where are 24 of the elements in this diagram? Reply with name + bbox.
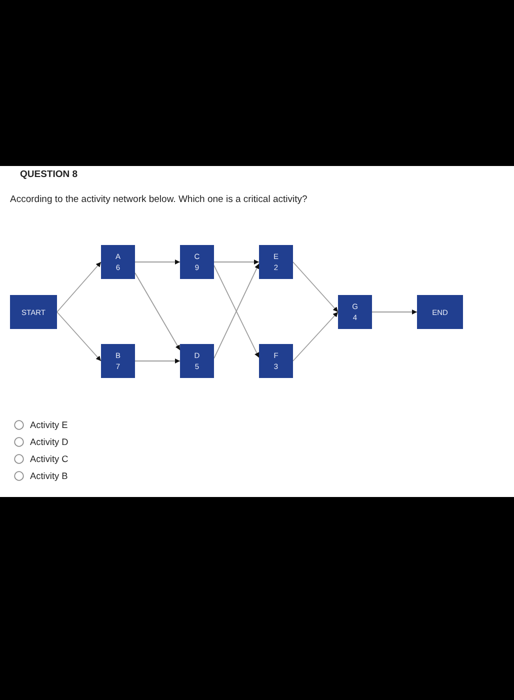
question-heading: QUESTION 8	[20, 169, 78, 180]
arrow	[134, 358, 180, 364]
arrow	[292, 312, 338, 362]
answer-option: Activity E	[30, 420, 68, 430]
activity-box	[417, 295, 463, 329]
activity-box	[180, 344, 214, 378]
activity-box	[101, 245, 135, 279]
arrow	[292, 262, 338, 312]
activity-box	[259, 245, 293, 279]
answer-option: Activity D	[30, 437, 68, 447]
arrow	[372, 310, 418, 314]
arrow	[56, 312, 102, 362]
arrow	[56, 262, 102, 312]
activity-box	[180, 245, 214, 279]
arrow	[214, 260, 260, 264]
activity-box	[338, 295, 372, 329]
answer-option: Activity C	[30, 454, 68, 464]
arrow	[134, 260, 180, 264]
answer-option: Activity B	[30, 471, 68, 481]
activity-box	[259, 344, 293, 378]
activity-box	[101, 344, 135, 378]
activity-box	[10, 295, 57, 329]
question-text: According to the activity network below. Which one is a critical activity?	[10, 194, 308, 205]
arrow	[134, 272, 180, 351]
